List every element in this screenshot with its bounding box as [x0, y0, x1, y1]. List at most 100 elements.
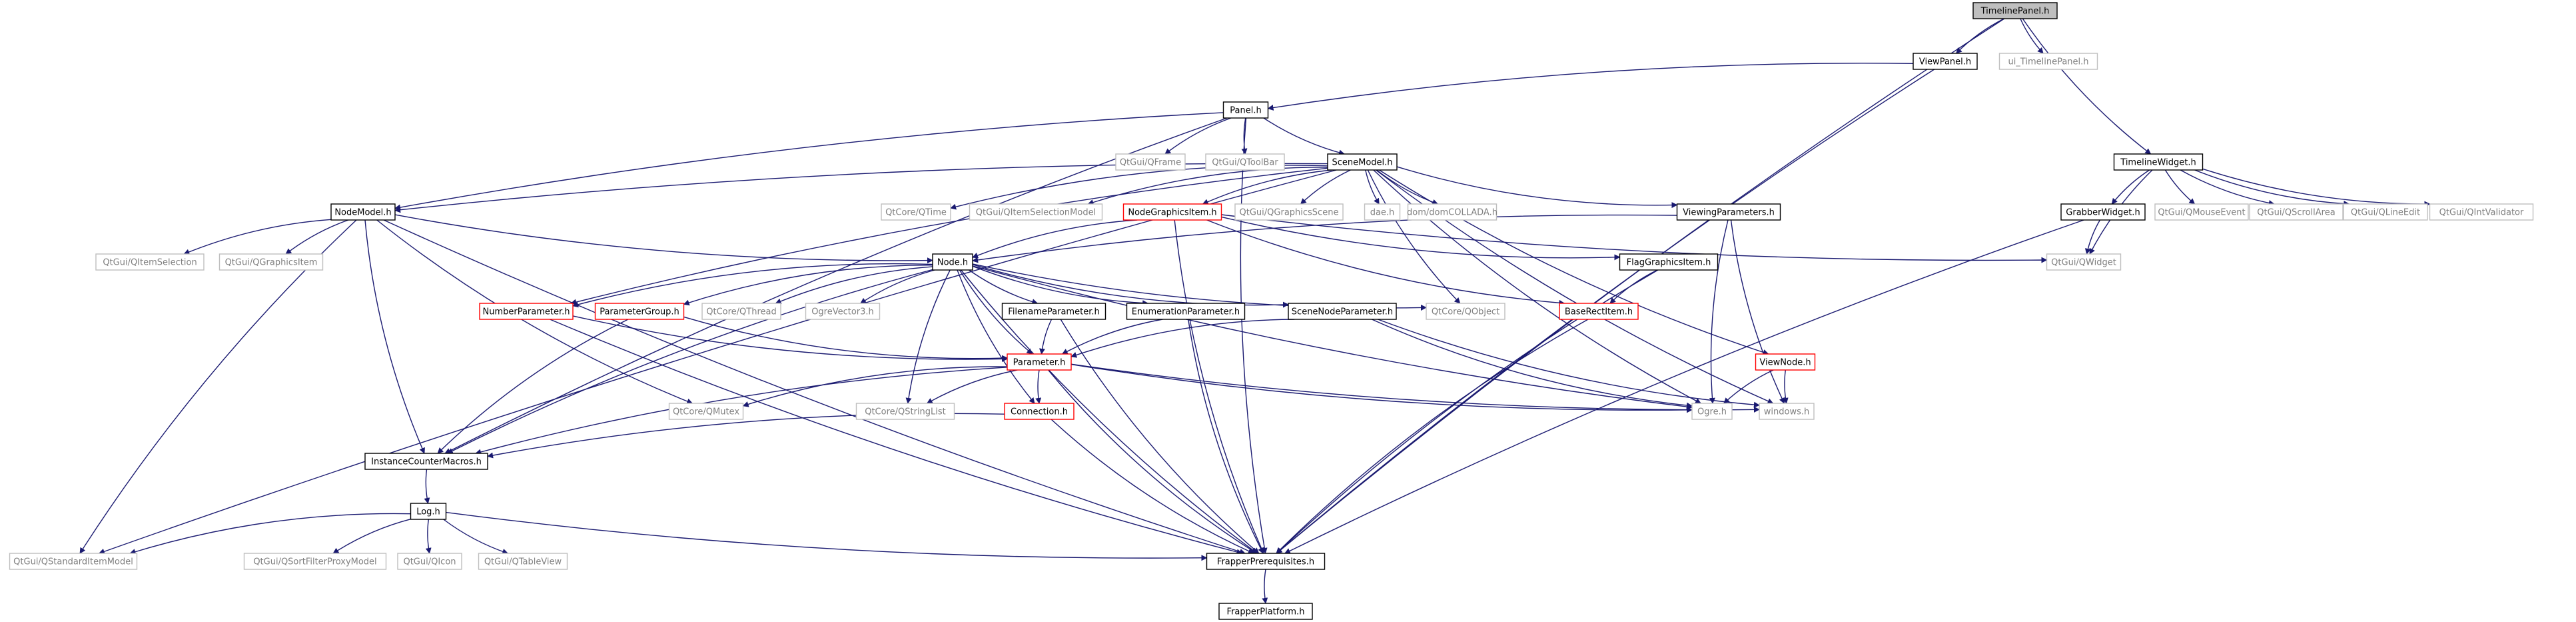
node-box: [1004, 403, 1074, 420]
node-label: Parameter.h: [1013, 358, 1066, 368]
node-nodegraphicsitem[interactable]: NodeGraphicsItem.h: [1122, 203, 1222, 221]
node-qscrollarea[interactable]: QtGui/QScrollArea: [2249, 203, 2344, 221]
edge-timelinewidget-to-grabberwidget: [2111, 169, 2150, 205]
node-box: [1972, 2, 2058, 19]
node-box: [1206, 553, 1326, 570]
node-qframe[interactable]: QtGui/QFrame: [1115, 153, 1186, 171]
node-qthread[interactable]: QtCore/QThread: [701, 303, 781, 320]
node-parametergroup[interactable]: ParameterGroup.h: [594, 303, 685, 320]
node-box: [330, 203, 396, 221]
node-label: GrabberWidget.h: [2066, 208, 2140, 218]
node-box: [1115, 153, 1186, 171]
edge-instancecountermacros-to-log: [424, 469, 430, 504]
node-box: [2154, 203, 2249, 221]
node-windows[interactable]: windows.h: [1759, 403, 1815, 420]
edge-node-to-numberparameter: [572, 263, 933, 308]
node-box: [1755, 353, 1816, 371]
node-qwidget[interactable]: QtGui/QWidget: [2046, 253, 2122, 271]
node-label: dae.h: [1370, 208, 1395, 218]
edge-scenemodel-to-nodegraphicsitem: [1202, 169, 1332, 205]
edge-nodemodel-to-frapperprerequisites: [383, 219, 1246, 555]
node-ogre[interactable]: Ogre.h: [1691, 403, 1733, 420]
node-flaggraphicsitem[interactable]: FlagGraphicsItem.h: [1619, 253, 1719, 271]
node-scenenodeparameter[interactable]: SceneNodeParameter.h: [1288, 303, 1397, 320]
node-box: [2060, 203, 2146, 221]
edge-nodemodel-to-qitemselection: [183, 219, 332, 255]
node-connection[interactable]: Connection.h: [1004, 403, 1074, 420]
node-label: QtGui/QItemSelection: [103, 258, 197, 268]
node-viewingparameters[interactable]: ViewingParameters.h: [1676, 203, 1781, 221]
node-label: Connection.h: [1011, 407, 1068, 417]
edge-parameter-to-windows: [1071, 363, 1760, 413]
node-frapperplatform[interactable]: FrapperPlatform.h: [1218, 603, 1313, 620]
node-timelinepanel[interactable]: TimelinePanel.h: [1972, 2, 2058, 19]
node-qlineedit[interactable]: QtGui/QLineEdit: [2343, 203, 2428, 221]
node-qtableview[interactable]: QtGui/QTableView: [478, 553, 568, 570]
node-qstringlist[interactable]: QtCore/QStringList: [855, 403, 955, 420]
node-baserectitem[interactable]: BaseRectItem.h: [1559, 303, 1639, 320]
edge-frapperprerequisites-to-frapperplatform: [1262, 569, 1268, 604]
node-timelinewidget[interactable]: TimelineWidget.h: [2113, 153, 2204, 171]
node-qicon[interactable]: QtGui/QIcon: [397, 553, 462, 570]
node-scenemodel[interactable]: SceneModel.h: [1327, 153, 1398, 171]
edge-numberparameter-to-frapperprerequisites: [550, 319, 1243, 555]
node-dae[interactable]: dae.h: [1364, 203, 1401, 221]
edge-filenameparameter-to-frapperprerequisites: [1060, 319, 1260, 554]
edge-node-to-qthread: [775, 266, 933, 305]
node-box: [2113, 153, 2204, 171]
node-label: QtGui/QScrollArea: [2257, 208, 2335, 218]
node-qgraphicsitem[interactable]: QtGui/QGraphicsItem: [218, 253, 324, 271]
node-qobject[interactable]: QtCore/QObject: [1426, 303, 1505, 320]
node-box: [668, 403, 744, 420]
node-viewpanel[interactable]: ViewPanel.h: [1913, 53, 1978, 70]
edge-node-to-filenameparameter: [969, 269, 1039, 305]
edge-parameter-to-frapperprerequisites: [1048, 369, 1258, 554]
node-node[interactable]: Node.h: [932, 253, 973, 271]
node-label: Ogre.h: [1697, 407, 1727, 417]
node-qmouseevent[interactable]: QtGui/QMouseEvent: [2154, 203, 2249, 221]
node-qitemselectionmodel[interactable]: QtGui/QItemSelectionModel: [969, 203, 1103, 221]
edge-node-to-connection: [957, 269, 1035, 404]
node-label: ViewPanel.h: [1919, 57, 1971, 67]
edge-node-to-ogrevector3: [860, 269, 935, 304]
node-label: QtCore/QTime: [885, 208, 947, 218]
node-label: QtGui/QMouseEvent: [2158, 208, 2245, 218]
node-box: [2249, 203, 2344, 221]
node-grabberwidget[interactable]: GrabberWidget.h: [2060, 203, 2146, 221]
node-log[interactable]: Log.h: [410, 503, 447, 520]
edge-timelinewidget-to-qscrollarea: [2180, 169, 2275, 206]
edge-numberparameter-to-parameter: [572, 315, 1008, 362]
node-filenameparameter[interactable]: FilenameParameter.h: [1001, 303, 1106, 320]
node-viewnode[interactable]: ViewNode.h: [1755, 353, 1816, 371]
node-qtoolbar[interactable]: QtGui/QToolBar: [1205, 153, 1285, 171]
node-numberparameter[interactable]: NumberParameter.h: [479, 303, 574, 320]
node-nodemodel[interactable]: NodeModel.h: [330, 203, 396, 221]
node-qstandarditemmodel[interactable]: QtGui/QStandardItemModel: [9, 553, 138, 570]
edge-parametergroup-to-parameter: [683, 316, 1008, 361]
node-label: EnumerationParameter.h: [1132, 307, 1240, 317]
node-parameter[interactable]: Parameter.h: [1007, 353, 1072, 371]
node-qsortfilterproxymodel[interactable]: QtGui/QSortFilterProxyModel: [243, 553, 387, 570]
node-panel[interactable]: Panel.h: [1222, 101, 1269, 119]
node-enumerationparameter[interactable]: EnumerationParameter.h: [1126, 303, 1246, 320]
node-label: QtCore/QThread: [706, 307, 777, 317]
edge-scenemodel-to-viewingparameters: [1396, 166, 1678, 209]
node-domcollada[interactable]: dom/domCOLLADA.h: [1407, 203, 1498, 221]
node-qitemselection[interactable]: QtGui/QItemSelection: [95, 253, 205, 271]
edge-timelinewidget-to-qlineedit: [2194, 169, 2350, 207]
node-frapperprerequisites[interactable]: FrapperPrerequisites.h: [1206, 553, 1326, 570]
node-ui-timelinepanel[interactable]: ui_TimelinePanel.h: [1998, 53, 2098, 70]
edge-baserectitem-to-frapperprerequisites: [1276, 319, 1589, 554]
node-ogrevector3[interactable]: OgreVector3.h: [805, 303, 881, 320]
edge-scenemodel-to-qobject: [1367, 169, 1461, 304]
node-qgraphicsscene[interactable]: QtGui/QGraphicsScene: [1234, 203, 1344, 221]
node-qintvalidator[interactable]: QtGui/QIntValidator: [2429, 203, 2534, 221]
edge-node-to-ogre: [972, 265, 1693, 410]
node-box: [2429, 203, 2534, 221]
node-qtime[interactable]: QtCore/QTime: [881, 203, 951, 221]
node-instancecountermacros[interactable]: InstanceCounterMacros.h: [364, 453, 488, 470]
edge-nodegraphicsitem-to-qwidget: [1221, 214, 2048, 263]
node-qmutex[interactable]: QtCore/QMutex: [668, 403, 744, 420]
node-label: QtGui/QIcon: [403, 557, 456, 567]
edge-scenemodel-to-qgraphicsscene: [1300, 169, 1351, 205]
